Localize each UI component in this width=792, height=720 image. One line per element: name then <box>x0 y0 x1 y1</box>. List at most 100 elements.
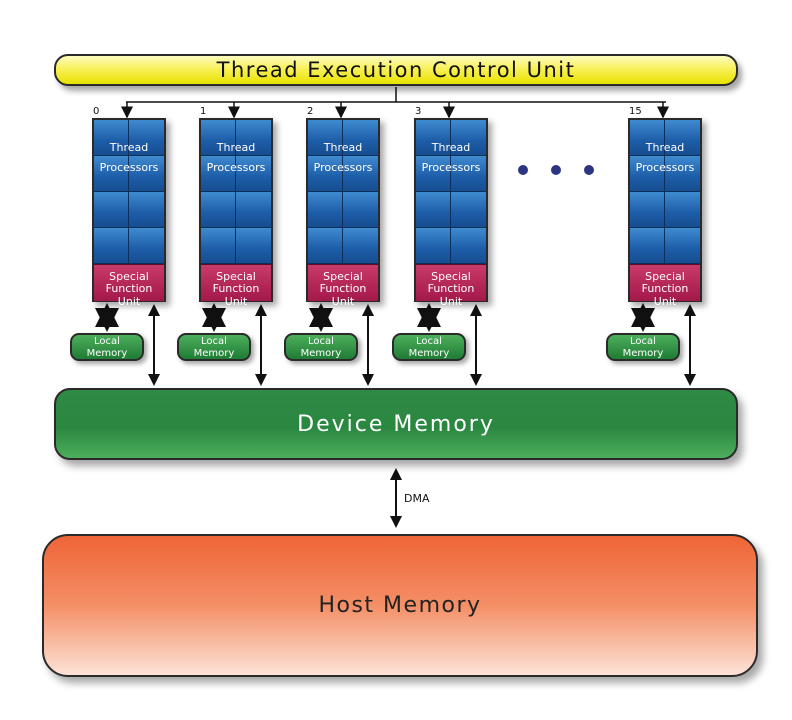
ellipsis-dot <box>584 165 594 175</box>
local-memory-label: Local <box>201 336 227 347</box>
thread-processor-cell <box>343 120 378 156</box>
local-memory-label: Memory <box>408 348 450 359</box>
thread-processor-cell <box>630 192 665 228</box>
thread-processors-label: Processors <box>313 161 373 174</box>
special-function-unit-label: Special <box>216 270 256 283</box>
thread-processor-cell <box>308 228 343 264</box>
thread-processor-cell <box>201 228 236 264</box>
thread-processors-label: Processors <box>206 161 266 174</box>
thread-processor-cell <box>630 120 665 156</box>
thread-processor-cell <box>630 156 665 192</box>
ellipsis-dot <box>551 165 561 175</box>
processor-index-label: 1 <box>200 106 207 117</box>
thread-processor-cell <box>236 192 271 228</box>
thread-processor-cell <box>236 120 271 156</box>
thread-processor-cell <box>201 120 236 156</box>
thread-processor-grid <box>201 120 271 264</box>
thread-processor-cell <box>94 156 129 192</box>
thread-processor-cell <box>308 120 343 156</box>
thread-processor-cell <box>236 156 271 192</box>
thread-processor-grid <box>630 120 700 264</box>
thread-processor-cell <box>665 156 700 192</box>
thread-processor-cell <box>416 228 451 264</box>
processor-index-label: 15 <box>629 106 642 117</box>
thread-processor-cell <box>94 228 129 264</box>
thread-processors-label: Processors <box>99 161 159 174</box>
local-memory-label: Local <box>308 336 334 347</box>
local-memory-label: Memory <box>86 348 128 359</box>
thread-processor-cell <box>94 192 129 228</box>
special-function-unit-label: Special <box>645 270 685 283</box>
thread-processor-cell <box>236 228 271 264</box>
thread-processors-label: Processors <box>421 161 481 174</box>
thread-processor-cell <box>129 228 164 264</box>
thread-processor-cell <box>343 192 378 228</box>
thread-processor-cell <box>451 228 486 264</box>
local-memory-label: Local <box>94 336 120 347</box>
thread-processor-cell <box>343 156 378 192</box>
thread-processor-cell <box>416 192 451 228</box>
thread-processor-grid <box>416 120 486 264</box>
thread-processor-cell <box>665 228 700 264</box>
special-function-unit-label: Special <box>431 270 471 283</box>
thread-processor-cell <box>201 192 236 228</box>
special-function-unit-label: Special <box>323 270 363 283</box>
thread-processor-cell <box>343 228 378 264</box>
ellipsis-dot <box>518 165 528 175</box>
special-function-unit-label: Function Unit <box>641 282 689 308</box>
thread-processor-cell <box>451 120 486 156</box>
processor-index-label: 0 <box>93 106 100 117</box>
thread-processor-cell <box>665 120 700 156</box>
thread-processor-cell <box>308 192 343 228</box>
thread-processor-cell <box>665 192 700 228</box>
thread-processors-label: Thread <box>645 141 685 154</box>
local-memory-label: Memory <box>300 348 342 359</box>
thread-processor-cell <box>451 156 486 192</box>
special-function-unit-label: Function Unit <box>105 282 153 308</box>
thread-processor-cell <box>451 192 486 228</box>
thread-processors-label: Thread <box>109 141 149 154</box>
special-function-unit-label: Function Unit <box>319 282 367 308</box>
processor-index-label: 2 <box>307 106 314 117</box>
local-memory-label: Memory <box>622 348 664 359</box>
thread-processor-cell <box>201 156 236 192</box>
dma-label: DMA <box>404 492 430 505</box>
local-memory-label: Local <box>630 336 656 347</box>
special-function-unit-label: Function Unit <box>427 282 475 308</box>
more-processors-ellipsis <box>518 160 594 180</box>
thread-processor-cell <box>129 156 164 192</box>
special-function-unit-label: Function Unit <box>212 282 260 308</box>
thread-processor-cell <box>129 120 164 156</box>
local-memory-label: Local <box>416 336 442 347</box>
special-function-unit-label: Special <box>109 270 149 283</box>
processor-index-label: 3 <box>415 106 422 117</box>
thread-processors-label: Thread <box>216 141 256 154</box>
thread-processor-cell <box>630 228 665 264</box>
thread-execution-control-unit: Thread Execution Control Unit <box>54 54 738 86</box>
device-memory-label: Device Memory <box>297 411 495 437</box>
thread-processors-label: Processors <box>635 161 695 174</box>
thread-processor-cell <box>416 156 451 192</box>
thread-processor-cell <box>94 120 129 156</box>
thread-processor-cell <box>308 156 343 192</box>
control-unit-label: Thread Execution Control Unit <box>216 58 576 82</box>
device-memory: Device Memory <box>54 388 738 460</box>
thread-processor-cell <box>129 192 164 228</box>
host-memory-label: Host Memory <box>318 593 482 618</box>
host-memory: Host Memory <box>42 534 758 677</box>
